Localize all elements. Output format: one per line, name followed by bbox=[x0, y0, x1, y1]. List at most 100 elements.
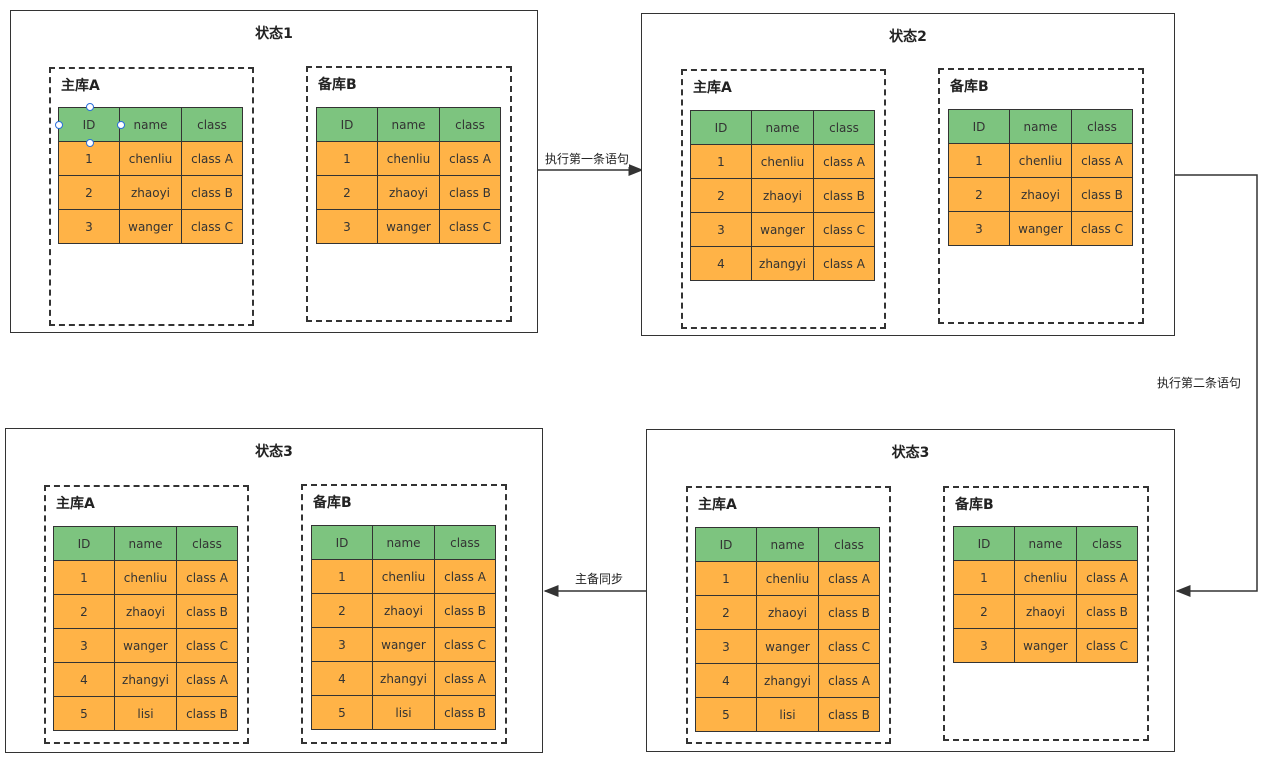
table-cell: class A bbox=[176, 560, 238, 595]
selection-handle[interactable] bbox=[117, 121, 125, 129]
table-cell: class C bbox=[439, 209, 501, 244]
table-cell: wanger bbox=[1014, 628, 1077, 663]
table-cell: class B bbox=[176, 696, 238, 731]
column-header: class bbox=[176, 526, 238, 561]
table-cell: lisi bbox=[756, 697, 819, 732]
column-header: ID bbox=[58, 107, 120, 142]
table-cell: class B bbox=[818, 595, 880, 630]
table-cell: lisi bbox=[114, 696, 177, 731]
column-header: class bbox=[1071, 109, 1133, 144]
table-cell: chenliu bbox=[372, 559, 435, 594]
table-cell: class A bbox=[181, 141, 243, 176]
table-cell: class C bbox=[813, 212, 875, 247]
column-header: name bbox=[1009, 109, 1072, 144]
table-cell: 3 bbox=[311, 627, 373, 662]
column-header: class bbox=[439, 107, 501, 142]
table-cell: chenliu bbox=[756, 561, 819, 596]
state-title: 状态1 bbox=[255, 26, 293, 42]
table-cell: 2 bbox=[316, 175, 378, 210]
column-header: name bbox=[114, 526, 177, 561]
column-header: name bbox=[372, 525, 435, 560]
edge-state2-to-state3 bbox=[1174, 174, 1258, 597]
state-title: 状态3 bbox=[891, 445, 930, 461]
selection-handle[interactable] bbox=[86, 139, 94, 147]
db-primary-a: 主库A bbox=[49, 67, 254, 326]
table-cell: 4 bbox=[695, 663, 757, 698]
table-cell: chenliu bbox=[1009, 143, 1072, 178]
table-cell: class B bbox=[1076, 594, 1138, 629]
table-cell: zhaoyi bbox=[1009, 177, 1072, 212]
column-header: class bbox=[1076, 526, 1138, 561]
table-cell: chenliu bbox=[751, 144, 814, 179]
edge-label-3: 主备同步 bbox=[575, 570, 624, 587]
table-cell: zhaoyi bbox=[119, 175, 182, 210]
table-cell: class A bbox=[434, 661, 496, 696]
selection-handle[interactable] bbox=[55, 121, 63, 129]
edge-label-1: 执行第一条语句 bbox=[545, 150, 630, 167]
table-cell: 5 bbox=[311, 695, 373, 730]
table-cell: lisi bbox=[372, 695, 435, 730]
table-cell: chenliu bbox=[119, 141, 182, 176]
column-header: ID bbox=[316, 107, 378, 142]
table-cell: 2 bbox=[311, 593, 373, 628]
table-cell: 1 bbox=[690, 144, 752, 179]
db-title: 主库A bbox=[56, 496, 95, 512]
db-title: 备库B bbox=[313, 495, 352, 511]
table-cell: 4 bbox=[690, 246, 752, 281]
column-header: class bbox=[181, 107, 243, 142]
state-title: 状态2 bbox=[889, 29, 927, 45]
table-cell: 5 bbox=[695, 697, 757, 732]
selection-handle[interactable] bbox=[86, 103, 94, 111]
column-header: class bbox=[434, 525, 496, 560]
table-cell: 1 bbox=[53, 560, 115, 595]
edge-label-2: 执行第二条语句 bbox=[1157, 374, 1242, 391]
table-cell: 3 bbox=[953, 628, 1015, 663]
table-cell: 3 bbox=[53, 628, 115, 663]
table-cell: class A bbox=[434, 559, 496, 594]
table-cell: class A bbox=[1076, 560, 1138, 595]
table-cell: 3 bbox=[690, 212, 752, 247]
column-header: ID bbox=[948, 109, 1010, 144]
table-cell: class A bbox=[818, 663, 880, 698]
table-cell: wanger bbox=[1009, 211, 1072, 246]
table-cell: 1 bbox=[948, 143, 1010, 178]
table-cell: chenliu bbox=[377, 141, 440, 176]
db-primary-a: 主库A bbox=[681, 69, 886, 329]
table-cell: 4 bbox=[53, 662, 115, 697]
table-cell: 2 bbox=[948, 177, 1010, 212]
db-standby-b: 备库B bbox=[306, 66, 512, 322]
table-cell: 3 bbox=[58, 209, 120, 244]
table-cell: zhangyi bbox=[751, 246, 814, 281]
table-cell: zhaoyi bbox=[377, 175, 440, 210]
table-cell: wanger bbox=[372, 627, 435, 662]
table-cell: zhangyi bbox=[756, 663, 819, 698]
